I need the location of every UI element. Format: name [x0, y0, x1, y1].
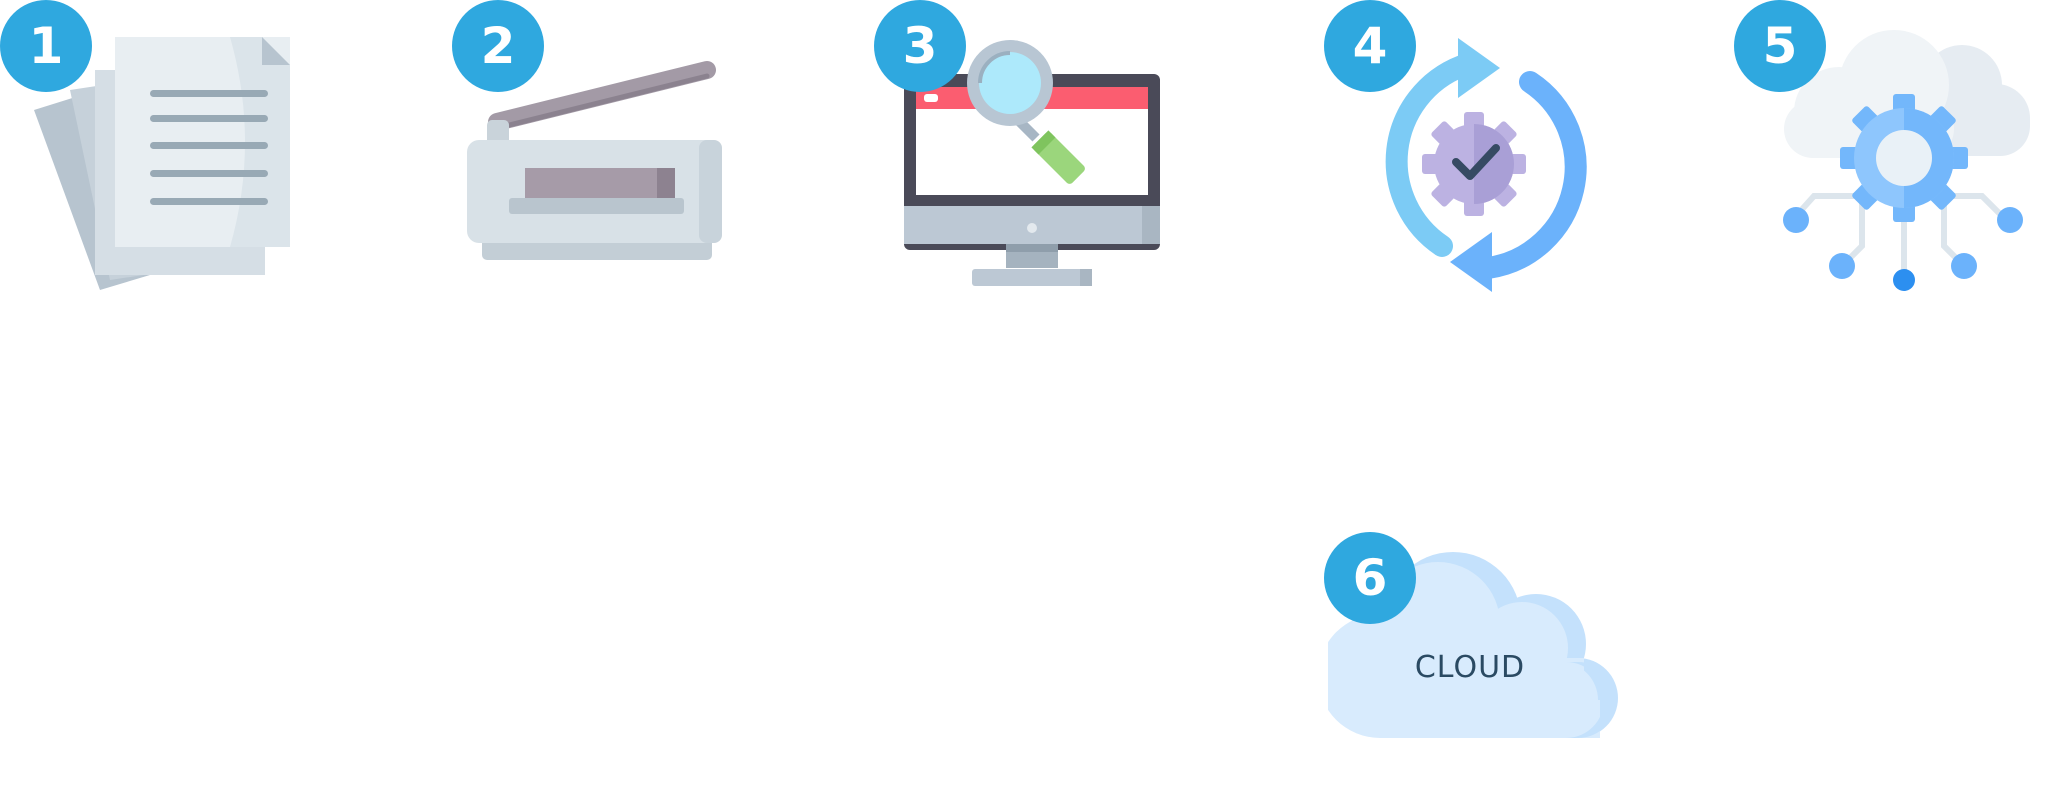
cloud-gear-network-icon: [1774, 30, 2034, 300]
step-5: 5: [1734, 0, 2034, 300]
cloud-label: CLOUD: [1414, 650, 1526, 685]
step-5-badge: 5: [1734, 0, 1826, 92]
sync-gear-check-icon: [1354, 30, 1594, 300]
documents-icon: [30, 30, 300, 300]
scanner-icon: [467, 50, 737, 275]
step-3-badge: 3: [874, 0, 966, 92]
step-6: 6: [1324, 532, 1624, 752]
step-3: 3: [874, 0, 1174, 300]
cloud-icon: [1328, 550, 1624, 750]
step-4: 4: [1324, 0, 1587, 300]
step-6-badge: 6: [1324, 532, 1416, 624]
monitor-search-icon: [904, 38, 1166, 290]
step-2: 2: [452, 0, 742, 290]
step-4-badge: 4: [1324, 0, 1416, 92]
step-1-badge: 1: [0, 0, 92, 92]
step-1: 1: [0, 0, 300, 300]
step-2-badge: 2: [452, 0, 544, 92]
